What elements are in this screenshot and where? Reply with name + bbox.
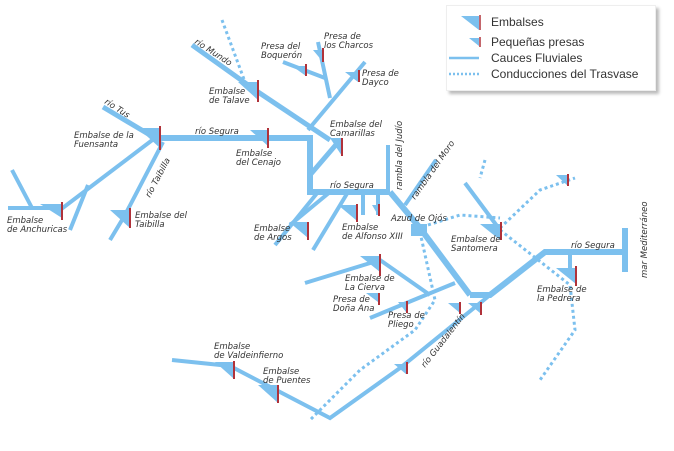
canal-dotted-icon <box>447 66 491 82</box>
dam-charcos <box>313 48 324 62</box>
dam-ne <box>556 174 569 186</box>
dam-guad-1 <box>448 302 461 314</box>
canal-ojos-santomera <box>427 213 501 227</box>
river-line-icon <box>447 50 491 66</box>
label-rio-segura-2: río Segura <box>330 181 374 191</box>
trasvase-canals <box>220 19 577 422</box>
canal-talave <box>220 19 247 83</box>
dams <box>40 48 577 403</box>
pequena-presa-icon <box>447 34 491 50</box>
river-camarillas-out <box>308 138 342 177</box>
river-alfonso-2 <box>311 190 350 252</box>
river-anchuricas-trib <box>10 169 34 209</box>
dam-alfonso <box>338 204 358 222</box>
dam-guad-3 <box>394 362 408 374</box>
label-rambla-moro: rambla del Moro <box>409 139 457 202</box>
canal-santomera-ne <box>498 176 576 230</box>
label-mar-mediterraneo: mar Mediterráneo <box>640 201 650 278</box>
dam-boqueron <box>292 64 307 76</box>
legend-label: Embalses <box>491 15 544 29</box>
dam-cierva <box>360 254 381 276</box>
dam-taibilla <box>110 208 131 228</box>
dam-cenajo <box>250 128 269 148</box>
label-rio-guadalentin: río Guadalentín <box>419 312 467 370</box>
river-cierva-out <box>378 258 432 297</box>
canal-north-stub <box>478 159 487 179</box>
label-rio-taibilla: río Taibilla <box>144 156 173 199</box>
dam-puentes <box>258 385 279 403</box>
legend-label: Pequeñas presas <box>491 35 585 49</box>
label-ojos: Azud de Ojós <box>390 213 447 224</box>
dam-alfonso-small <box>372 204 380 216</box>
legend-item-cauces: Cauces Fluviales <box>447 50 582 66</box>
embalse-icon <box>447 14 491 30</box>
river-anchuricas-trib2 <box>68 184 90 231</box>
dam-guad-2 <box>468 302 482 315</box>
label-rio-segura-3: río Segura <box>571 241 615 251</box>
river-guadalentin <box>171 293 492 421</box>
map-legend: Embalses Pequeñas presas Cauces Fluviale… <box>446 5 656 91</box>
dam-camarillas <box>330 138 343 156</box>
label-rambla-judio: rambla del Judío <box>395 121 405 190</box>
canal-santomera-se <box>499 228 577 381</box>
dam-talave <box>238 80 259 102</box>
river-segura-headwater <box>58 136 157 212</box>
dam-pliego <box>398 301 408 313</box>
dam-santomera <box>480 222 502 240</box>
dam-anchuricas <box>40 202 63 220</box>
label-rio-segura-1: río Segura <box>195 127 239 137</box>
legend-item-embalses: Embalses <box>447 14 544 30</box>
dam-argos <box>289 222 309 240</box>
river-santomera <box>463 181 502 232</box>
river-network <box>8 41 628 421</box>
river-moro <box>403 158 438 207</box>
dam-donaana <box>366 293 380 305</box>
legend-label: Cauces Fluviales <box>491 51 583 65</box>
river-segura-lower <box>470 249 625 298</box>
legend-item-conducciones: Conducciones del Trasvase <box>447 66 638 82</box>
river-alfonso <box>288 190 332 227</box>
dam-dayco <box>345 70 360 82</box>
azud-ojos <box>411 224 427 236</box>
river-cierva <box>304 258 381 285</box>
legend-label: Conducciones del Trasvase <box>491 67 639 81</box>
river-segura-upper <box>155 135 390 195</box>
river-pliego <box>369 281 456 320</box>
dam-pedrera <box>556 266 577 286</box>
label-rio-mundo: río Mundo <box>192 37 233 69</box>
dam-fuensanta <box>138 126 161 150</box>
dam-valdeinfierno <box>215 361 235 379</box>
legend-item-pequenas-presas: Pequeñas presas <box>447 34 584 50</box>
